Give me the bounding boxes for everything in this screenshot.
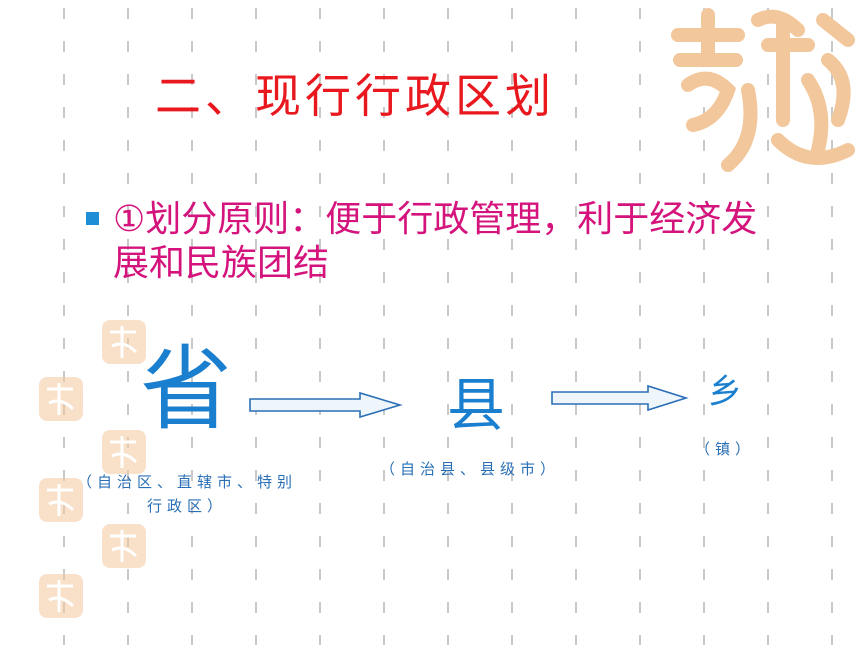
county-label: 县 [447,371,506,439]
arrow-right-icon [551,384,689,412]
seal-decoration-small [37,375,85,427]
province-note-line2: 行政区） [146,497,227,515]
province-label: 省 [140,336,233,443]
bullet-square-icon [86,212,99,225]
seal-decoration-small [100,318,148,370]
seal-decoration-small [37,476,85,528]
slide-title: 二、现行行政区划 [155,69,555,123]
township-label: 乡 [708,372,742,412]
township-note: （镇） [694,440,755,458]
seal-decoration-small [37,572,85,624]
arrow-right-icon [249,391,403,419]
seal-decoration-large [658,0,858,184]
seal-decoration-small [100,522,148,574]
principle-text: ①划分原则：便于行政管理，利于经济发展和民族团结 [113,199,758,284]
seal-decoration-small [100,428,148,480]
county-note: （自治县、县级市） [379,460,560,478]
province-note-line1: （自治区、直辖市、特别 [76,473,297,491]
